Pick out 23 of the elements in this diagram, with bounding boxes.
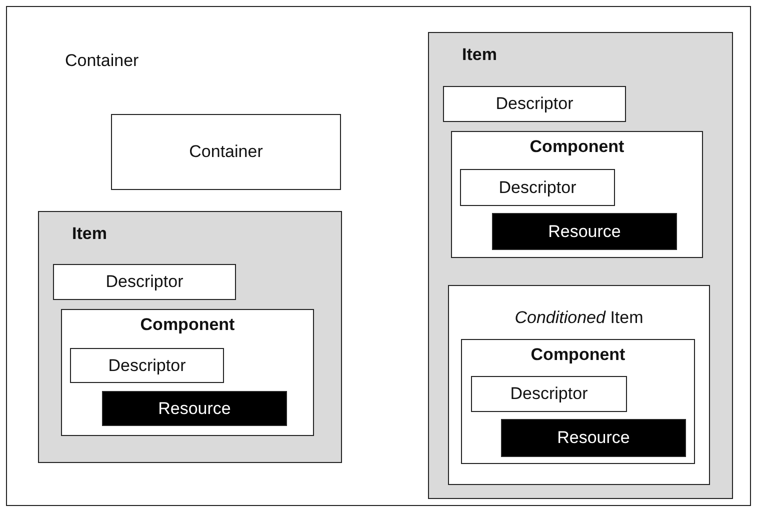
item-panel bbox=[428, 32, 733, 499]
component-box bbox=[461, 339, 695, 464]
component-heading: Component bbox=[530, 345, 626, 365]
descriptor-box: Descriptor bbox=[460, 169, 615, 206]
descriptor-box: Descriptor bbox=[443, 86, 626, 122]
component-heading: Component bbox=[140, 315, 235, 335]
resource-bar: Resource bbox=[501, 419, 686, 457]
component-box bbox=[451, 131, 703, 258]
conditioned-item-box bbox=[448, 285, 710, 485]
descriptor-box: Descriptor bbox=[471, 376, 627, 412]
descriptor-box: Descriptor bbox=[53, 264, 236, 300]
component-heading: Component bbox=[530, 137, 624, 157]
component-box bbox=[61, 309, 314, 436]
item-heading: Item bbox=[72, 224, 107, 244]
descriptor-box: Descriptor bbox=[70, 348, 224, 383]
conditioned-item-heading: Conditioned Item bbox=[514, 308, 644, 328]
container-heading: Container bbox=[65, 51, 139, 71]
resource-bar: Resource bbox=[102, 391, 287, 426]
item-heading: Item bbox=[462, 45, 497, 65]
resource-bar: Resource bbox=[492, 213, 677, 250]
container-frame bbox=[6, 6, 751, 506]
container-box: Container bbox=[111, 114, 341, 190]
item-panel bbox=[38, 211, 342, 463]
